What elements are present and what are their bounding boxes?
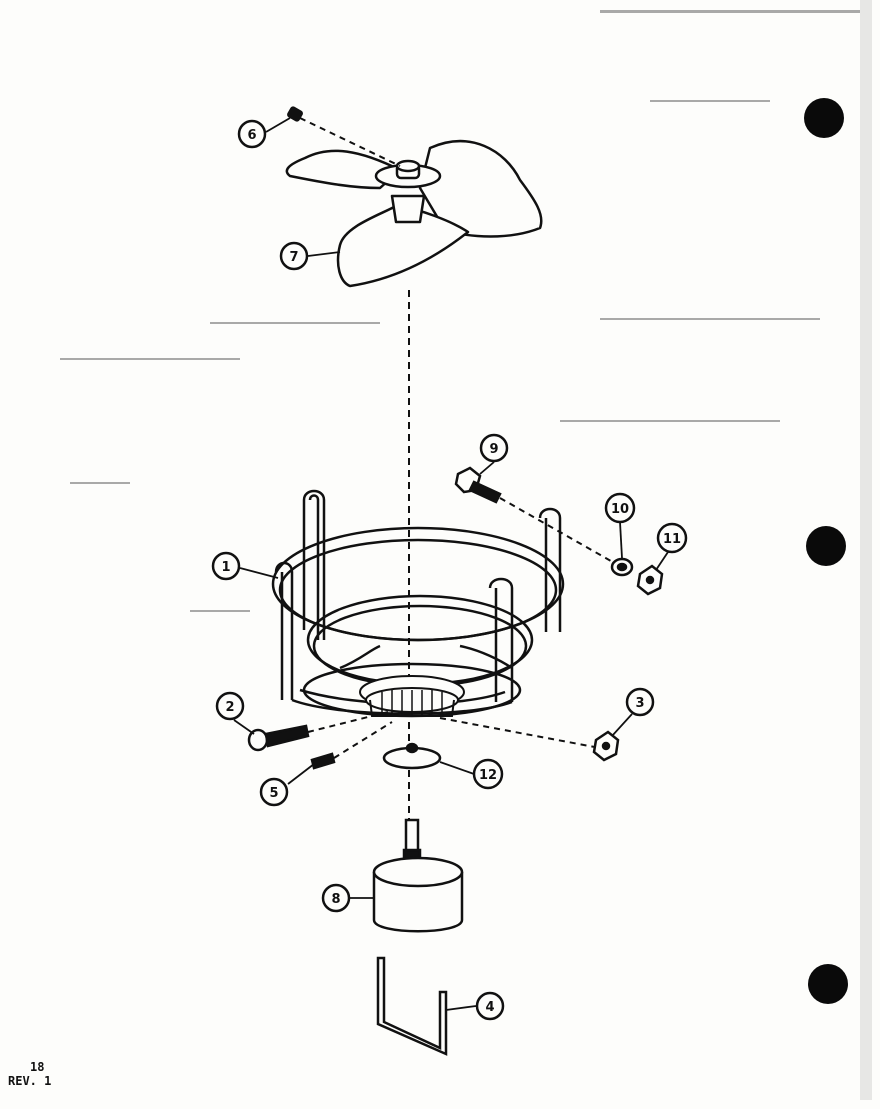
revision-label: REV. 1 xyxy=(8,1074,52,1088)
punch-holes xyxy=(804,98,848,1004)
punch-hole-bottom xyxy=(808,964,848,1004)
punch-hole-top xyxy=(804,98,844,138)
bolt-part xyxy=(454,466,619,566)
svg-text:11: 11 xyxy=(663,532,681,547)
callout-8: 8 xyxy=(321,883,351,913)
nut-part-upper xyxy=(636,564,664,596)
callout-4: 4 xyxy=(475,991,505,1021)
svg-text:6: 6 xyxy=(247,128,256,143)
callout-bubbles: 6 7 9 10 11 1 2 3 xyxy=(211,119,688,1021)
washer-part xyxy=(610,557,634,577)
callout-10: 10 xyxy=(604,492,636,524)
svg-text:2: 2 xyxy=(225,700,234,715)
page-number: 18 xyxy=(30,1060,45,1074)
callout-11: 11 xyxy=(656,522,688,554)
svg-text:9: 9 xyxy=(489,442,498,457)
svg-text:7: 7 xyxy=(289,250,298,265)
callout-2: 2 xyxy=(215,691,245,721)
svg-text:3: 3 xyxy=(635,696,644,711)
fan-blade-part xyxy=(285,139,543,288)
svg-text:12: 12 xyxy=(479,768,497,783)
wire-guard-part xyxy=(271,489,565,718)
callout-7: 7 xyxy=(279,241,309,271)
nut-part-lower xyxy=(439,717,620,762)
svg-text:10: 10 xyxy=(611,502,629,517)
leader-lines xyxy=(233,117,669,1011)
callout-5: 5 xyxy=(259,777,289,807)
slinger-disc-part xyxy=(382,742,442,770)
callout-12: 12 xyxy=(472,758,504,790)
long-screw-part xyxy=(247,711,389,752)
callout-3: 3 xyxy=(625,687,655,717)
svg-text:8: 8 xyxy=(331,892,340,907)
scan-noise xyxy=(60,0,872,1100)
svg-text:5: 5 xyxy=(269,786,278,801)
svg-text:1: 1 xyxy=(221,560,230,575)
svg-text:4: 4 xyxy=(485,1000,494,1015)
set-screw-top xyxy=(287,106,401,167)
callout-6-top: 6 xyxy=(237,119,267,149)
motor-part xyxy=(372,818,464,933)
punch-hole-middle xyxy=(806,526,846,566)
callout-1: 1 xyxy=(211,551,241,581)
mounting-bracket-part xyxy=(376,956,448,1056)
callout-9: 9 xyxy=(479,433,509,463)
guard-hub xyxy=(359,675,465,717)
